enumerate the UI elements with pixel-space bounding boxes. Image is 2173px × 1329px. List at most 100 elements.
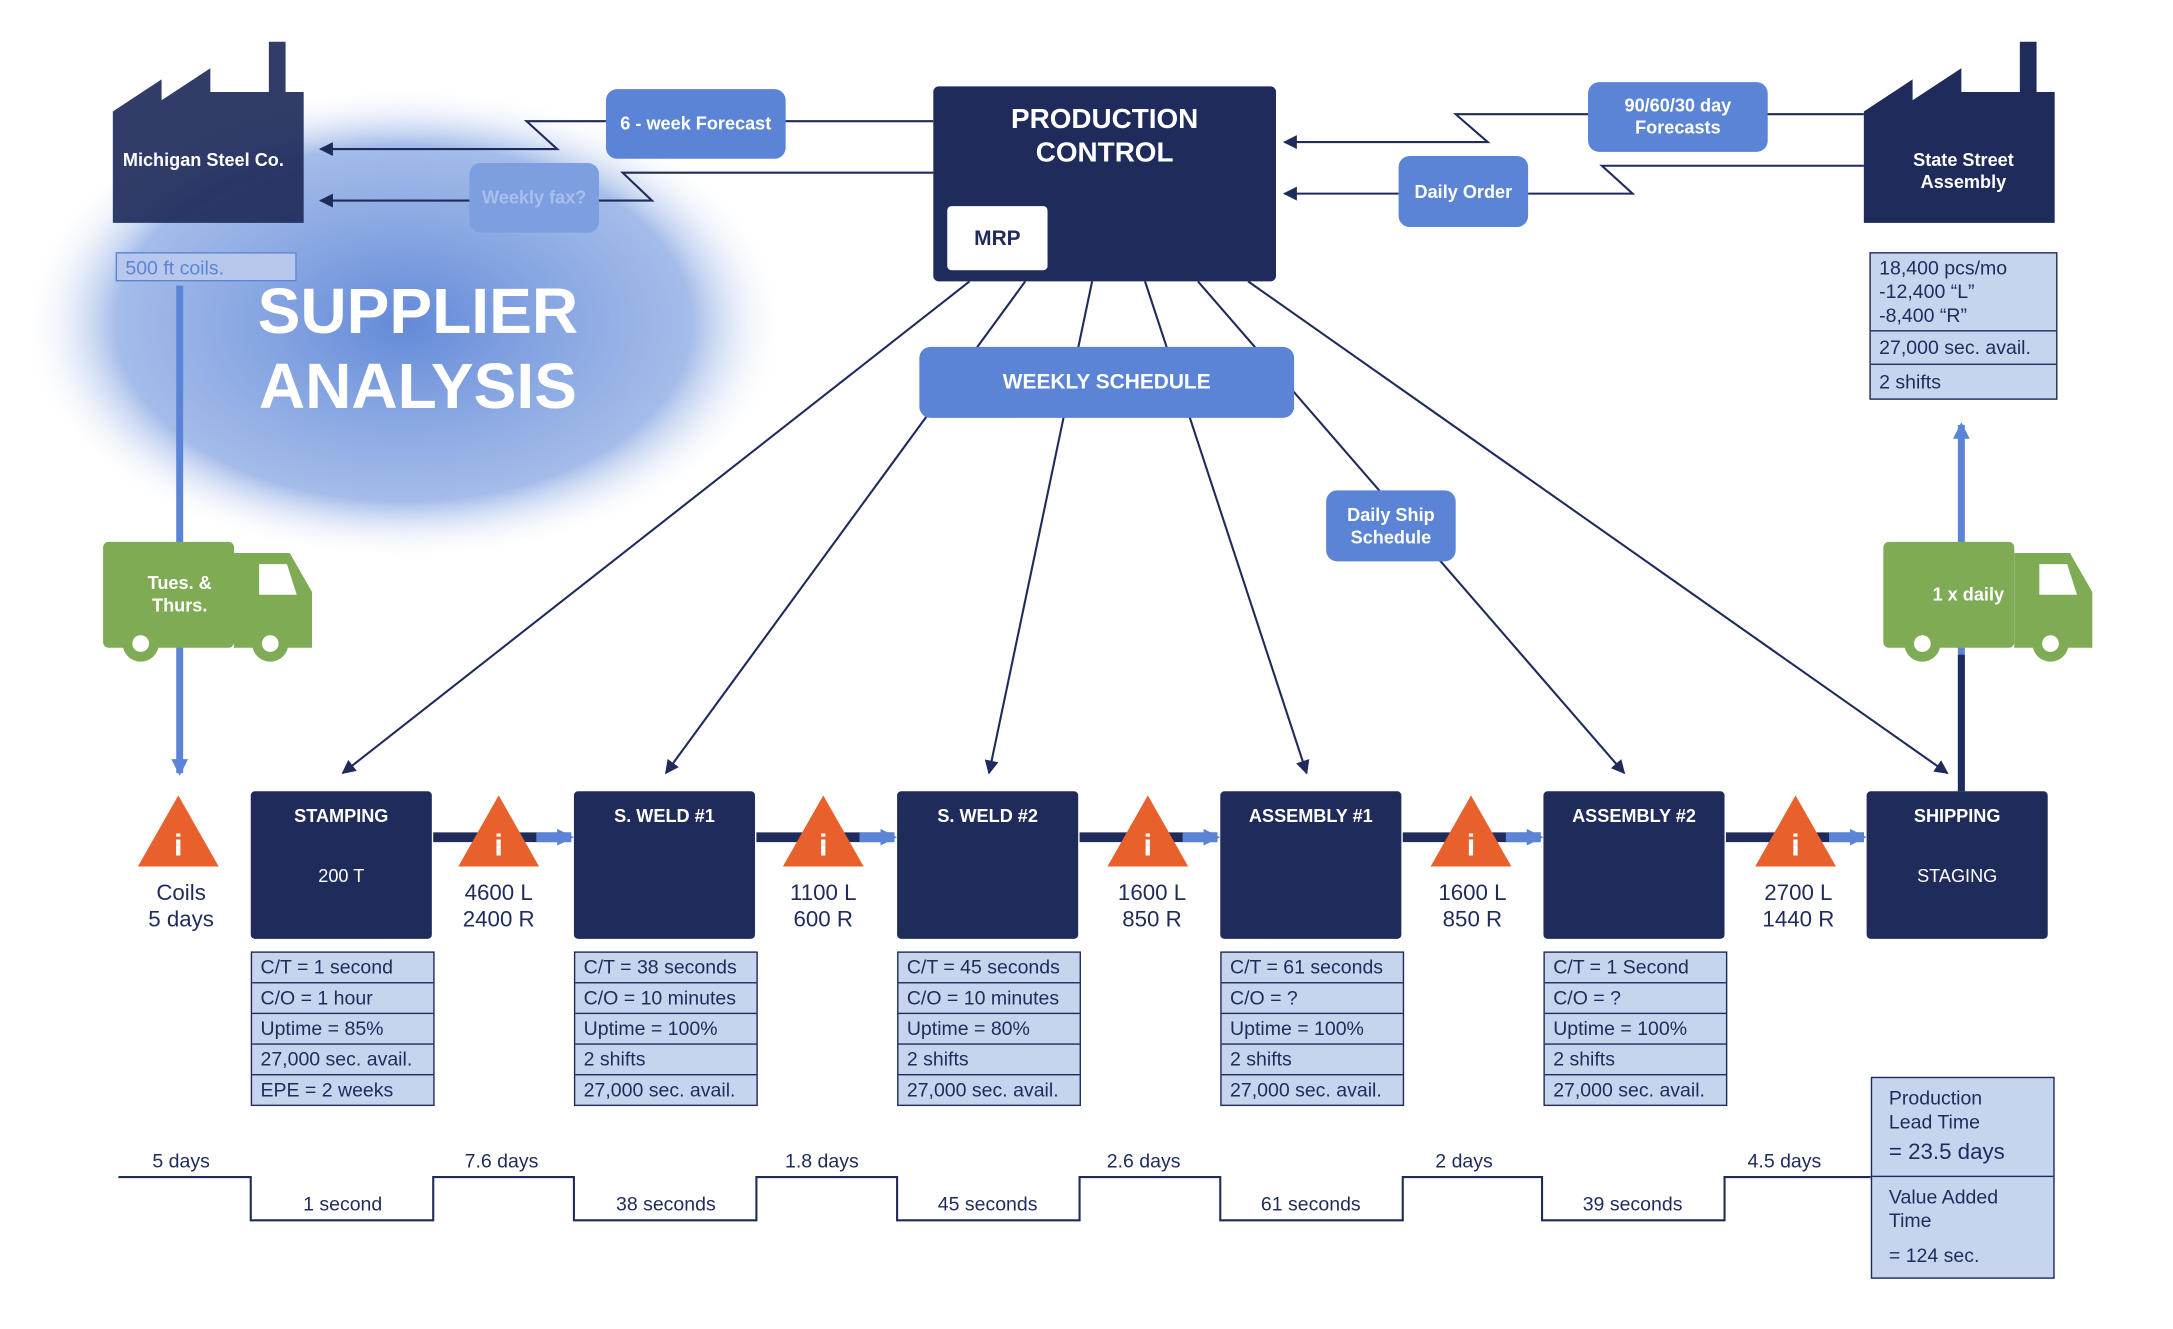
data-uptime: Uptime = 100% xyxy=(575,1014,757,1045)
svg-text:i: i xyxy=(1791,828,1800,862)
inventory-qty-left: 2700 L xyxy=(1764,881,1833,906)
data-changeover: C/O = 10 minutes xyxy=(898,983,1080,1015)
data-row: 27,000 sec. avail. xyxy=(906,1078,1059,1101)
weekly-schedule-box: WEEKLY SCHEDULE xyxy=(919,346,1295,418)
timeline-wait-5: 2 days xyxy=(1435,1149,1493,1172)
highlight-title-line1: SUPPLIER xyxy=(257,274,579,347)
six-week-forecast-box: 6 - week Forecast xyxy=(605,89,786,159)
supplier-material: 500 ft coils. xyxy=(115,252,297,282)
timeline-process-1: 1 second xyxy=(303,1192,383,1215)
production-control-title: PRODUCTION CONTROL xyxy=(933,103,1276,170)
supplier-delivery: Tues. & Thurs. xyxy=(147,572,212,616)
svg-text:i: i xyxy=(494,828,503,862)
data-uptime: Uptime = 80% xyxy=(898,1014,1080,1045)
timeline-wait-2: 7.6 days xyxy=(464,1149,539,1172)
customer-demand: 18,400 pcs/mo -12,400 “L” -8,400 “R” xyxy=(1870,254,2057,332)
svg-text:i: i xyxy=(174,828,183,862)
schedule-line-shipping xyxy=(1247,280,1949,774)
mrp-box: MRP xyxy=(947,206,1048,271)
customer-available-time: 27,000 sec. avail. xyxy=(1870,332,2057,365)
inventory-qty-left: 1600 L xyxy=(1117,881,1187,906)
inventory-qty-left: Coils xyxy=(156,881,206,906)
data-row: 2 shifts xyxy=(575,1045,757,1076)
lead-time-label: Production Lead Time xyxy=(1888,1086,1983,1133)
data-row: 2 shifts xyxy=(898,1045,1080,1076)
data-uptime: Uptime = 100% xyxy=(1544,1014,1726,1045)
process-title: S. WELD #1 xyxy=(614,805,715,827)
inventory-qty-right: 850 R xyxy=(1442,908,1503,932)
inventory-qty-right: 850 R xyxy=(1122,908,1182,932)
supplier-truck-icon xyxy=(103,541,313,662)
weekly-fax-box: Weekly fax? xyxy=(469,162,599,233)
lead-time-value: = 23.5 days xyxy=(1888,1140,2005,1165)
inventory-qty-left: 1600 L xyxy=(1438,881,1507,906)
process-assembly1: ASSEMBLY #1 xyxy=(1220,791,1402,939)
data-row: 27,000 sec. avail. xyxy=(1553,1078,1705,1101)
schedule-line-stamping xyxy=(341,280,971,774)
daily-ship-schedule-box: Daily Ship Schedule xyxy=(1326,490,1456,562)
highlight-title-line2: ANALYSIS xyxy=(258,349,577,423)
six-week-forecast-line xyxy=(318,120,606,157)
timeline-process-3: 45 seconds xyxy=(937,1192,1038,1215)
customer-delivery: 1 x daily xyxy=(1932,583,2005,605)
value-added-label: Value Added Time xyxy=(1888,1185,1999,1232)
data-changeover: C/O = 10 minutes xyxy=(575,983,757,1015)
customer-demand-right: -8,400 “R” xyxy=(1879,303,1967,326)
svg-text:i: i xyxy=(1144,828,1153,862)
timeline-wait-1: 5 days xyxy=(152,1149,210,1172)
process-title: ASSEMBLY #1 xyxy=(1248,805,1373,827)
highlight-title: SUPPLIER ANALYSIS xyxy=(237,273,599,423)
daily-order-line xyxy=(1528,164,1864,195)
timeline-wait-6: 4.5 days xyxy=(1747,1149,1822,1172)
inventory-qty-right: 2400 R xyxy=(462,908,535,932)
customer-truck-icon xyxy=(1883,541,2093,662)
data-row: EPE = 2 weeks xyxy=(260,1078,394,1101)
customer-factory-icon xyxy=(1863,41,2055,223)
timeline-process-5: 39 seconds xyxy=(1582,1192,1683,1215)
process-weld1: S. WELD #1 xyxy=(573,791,756,939)
customer-demand-left: -12,400 “L” xyxy=(1879,279,1975,303)
data-row: 2 shifts xyxy=(1544,1045,1726,1076)
timeline-process-2: 38 seconds xyxy=(615,1192,716,1215)
production-control-title-line1: PRODUCTION xyxy=(1010,104,1199,136)
data-cycle-time: C/T = 38 seconds xyxy=(575,953,757,984)
svg-text:i: i xyxy=(819,828,828,862)
data-uptime: Uptime = 85% xyxy=(252,1014,434,1045)
svg-text:i: i xyxy=(1467,828,1476,862)
production-control-title-line2: CONTROL xyxy=(1035,137,1174,169)
timeline-wait-3: 1.8 days xyxy=(784,1149,859,1172)
timeline-process-4: 61 seconds xyxy=(1260,1192,1361,1215)
data-uptime: Uptime = 100% xyxy=(1221,1014,1403,1045)
supplier-name: Michigan Steel Co. xyxy=(122,149,284,170)
inventory-triangles xyxy=(137,795,1836,867)
timeline-wait-4: 2.6 days xyxy=(1106,1149,1181,1172)
process-assembly2: ASSEMBLY #2 xyxy=(1543,791,1725,939)
inventory-qty-right: 600 R xyxy=(793,908,853,932)
inventory-qty-left: 4600 L xyxy=(464,881,533,906)
process-title: S. WELD #2 xyxy=(937,805,1038,827)
customer-forecast-box: 90/60/30 day Forecasts xyxy=(1588,82,1768,152)
data-row: 2 shifts xyxy=(1221,1045,1403,1076)
inventory-qty-right: 1440 R xyxy=(1762,908,1835,932)
data-cycle-time: C/T = 45 seconds xyxy=(898,953,1080,984)
customer-demand-total: 18,400 pcs/mo xyxy=(1879,256,2008,279)
data-row: 27,000 sec. avail. xyxy=(1230,1078,1382,1101)
inventory-qty-left: 1100 L xyxy=(790,881,857,906)
production-control-box: PRODUCTION CONTROL MRP xyxy=(933,86,1276,282)
data-cycle-time: C/T = 1 Second xyxy=(1544,953,1726,984)
customer-shifts: 2 shifts xyxy=(1879,370,1941,393)
data-row: 27,000 sec. avail. xyxy=(583,1078,736,1101)
data-changeover: C/O = 1 hour xyxy=(252,983,434,1015)
